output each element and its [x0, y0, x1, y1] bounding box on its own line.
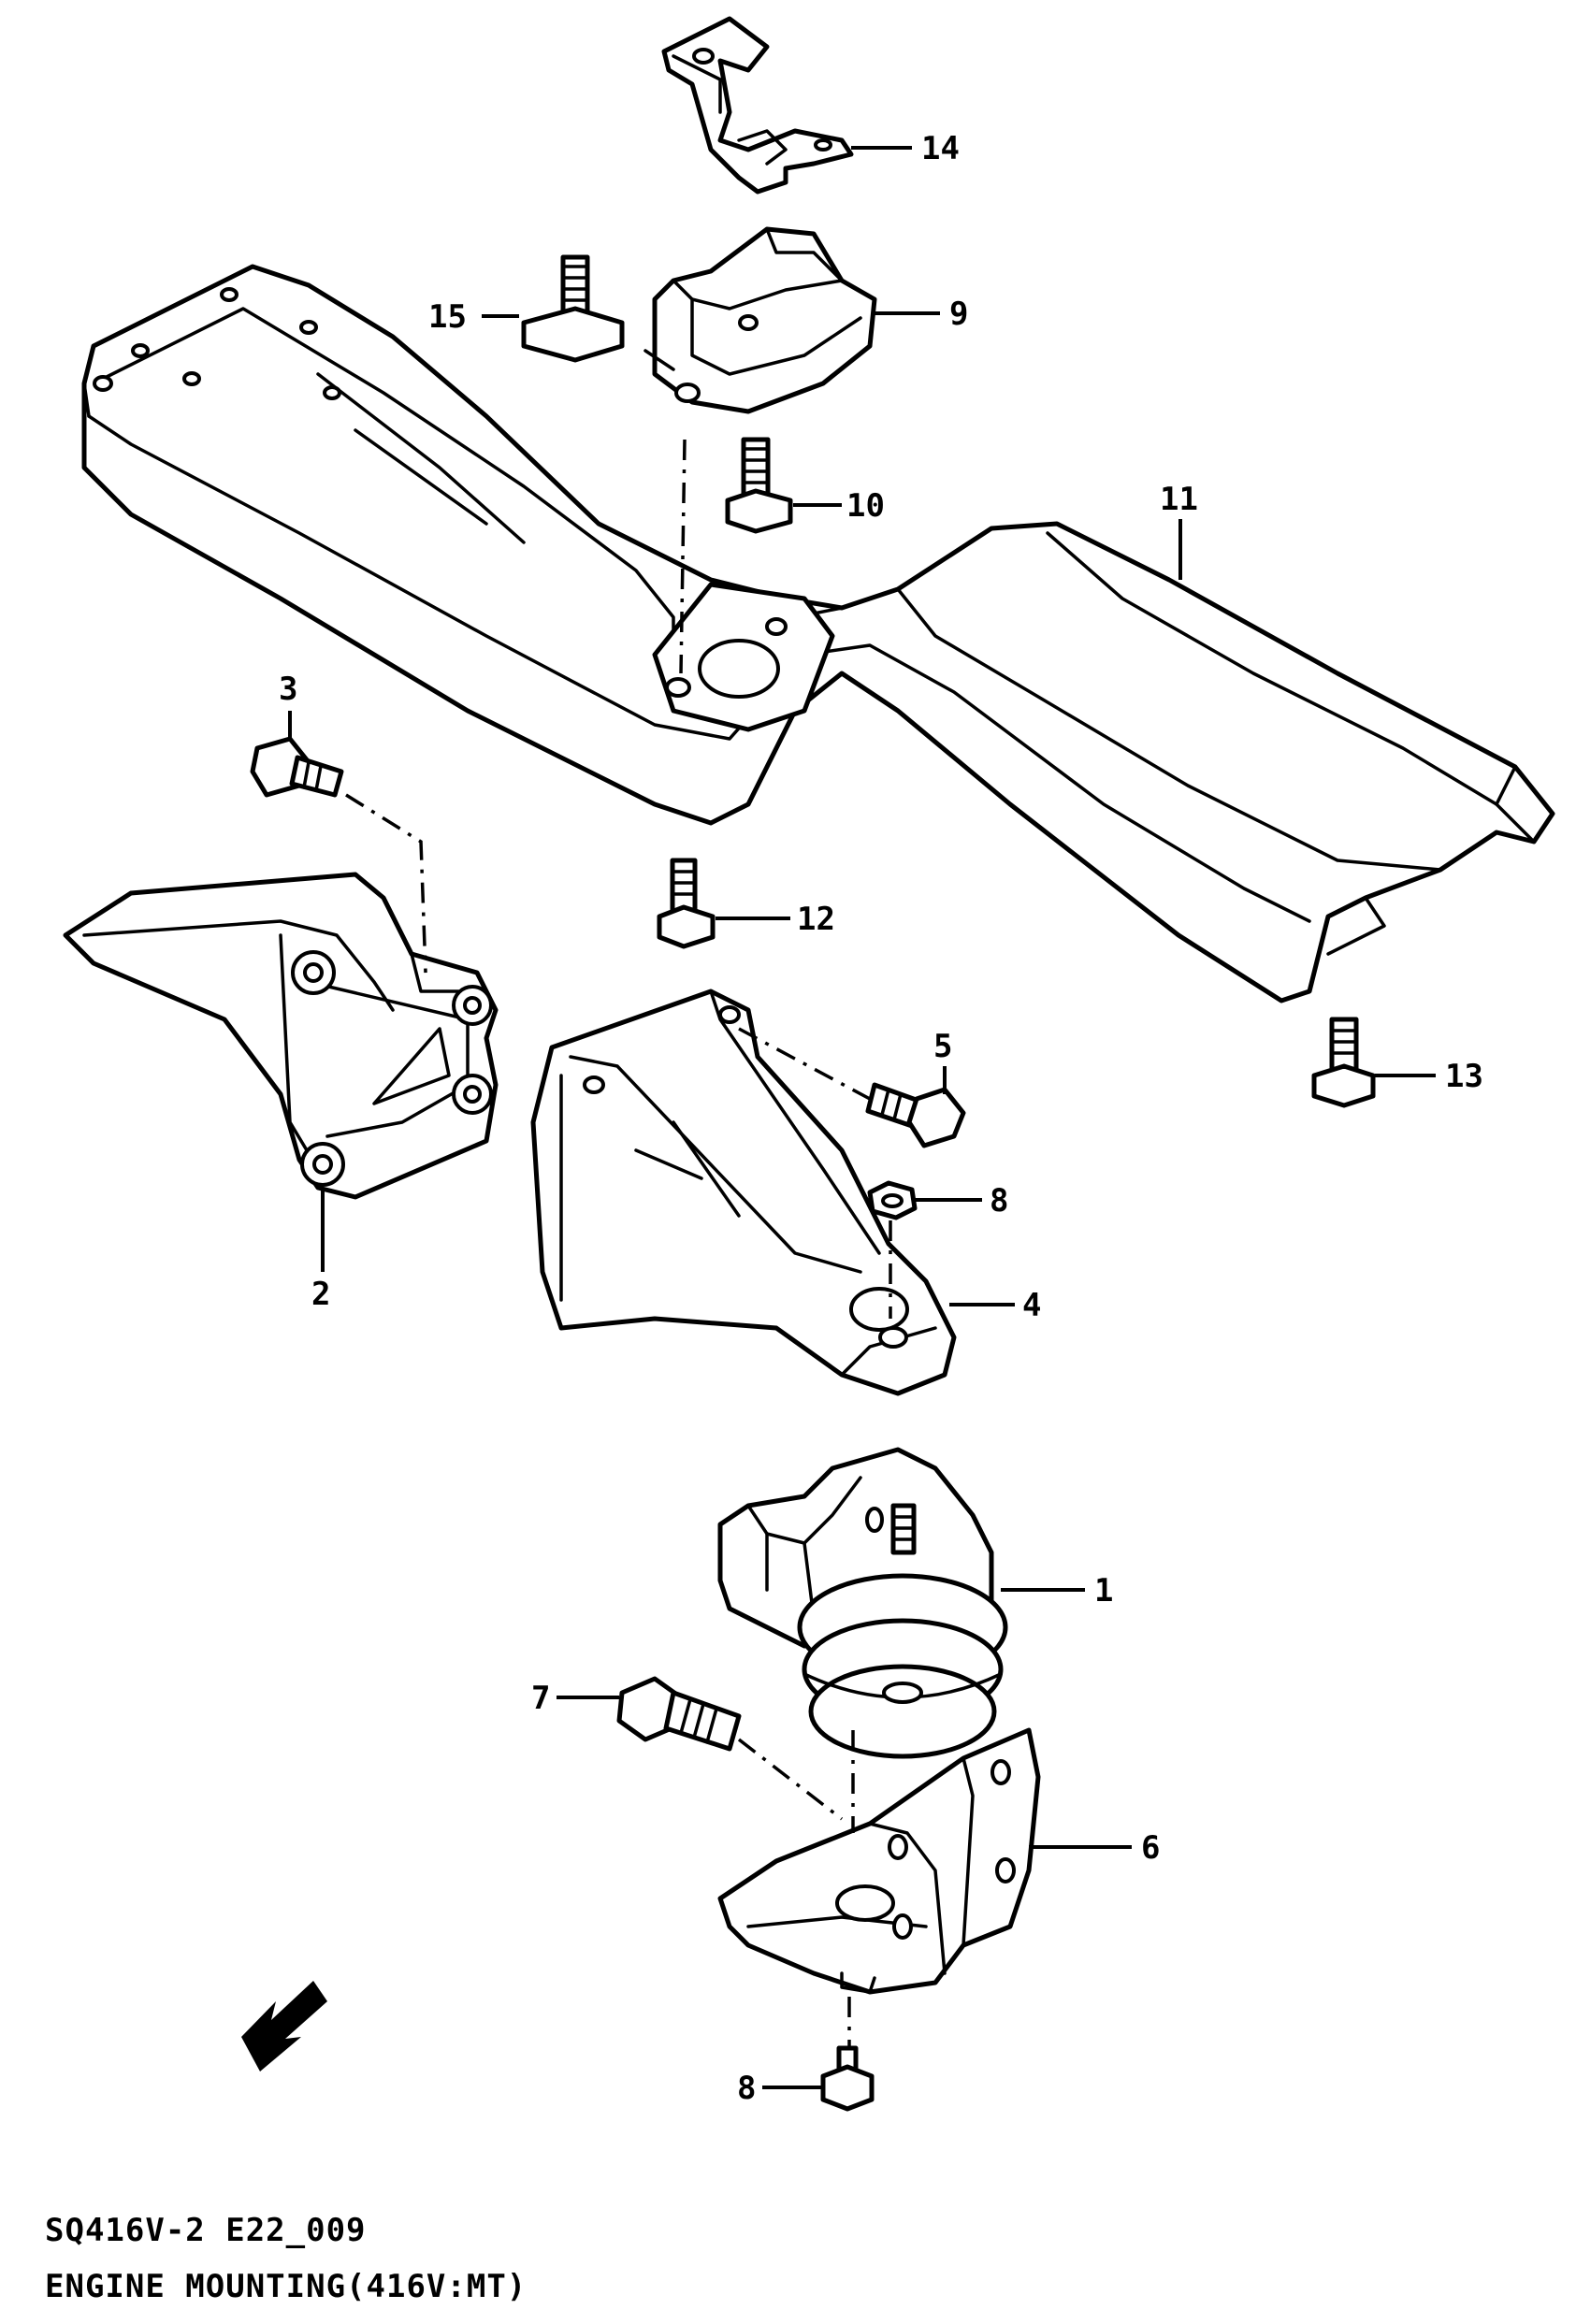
- diagram-code: SQ416V-2 E22_009: [45, 2212, 367, 2249]
- leader-lines: [288, 146, 1436, 2089]
- callout-9: 9: [949, 296, 968, 333]
- nut-8-upper: [867, 1180, 918, 1220]
- callouts: 14 9 15 10 11 3 12 5 13 8 2 4 1 7 6 8: [279, 130, 1483, 2107]
- callout-12: 12: [797, 901, 835, 938]
- bolt-10: [725, 437, 793, 534]
- callout-2: 2: [311, 1276, 330, 1313]
- assembly-lines: [345, 439, 892, 2048]
- part-6-bracket: [717, 1727, 1041, 1995]
- callout-8-upper: 8: [990, 1182, 1008, 1220]
- bolt-15: [521, 254, 625, 363]
- callout-8-lower: 8: [737, 2070, 756, 2107]
- bolt-13: [1311, 1017, 1376, 1108]
- callout-13: 13: [1445, 1058, 1483, 1095]
- callout-7: 7: [531, 1680, 550, 1717]
- part-1-mount: [717, 1447, 1008, 1759]
- part-14-bracket: [661, 16, 854, 195]
- bolt-5: [865, 1082, 966, 1148]
- part-4-bracket: [530, 989, 957, 1396]
- callout-5: 5: [933, 1028, 952, 1065]
- callout-1: 1: [1094, 1572, 1113, 1609]
- part-2-bracket: [63, 872, 499, 1200]
- diagram-title: ENGINE MOUNTING(416V:MT): [45, 2268, 528, 2305]
- front-arrow-icon: [241, 1981, 327, 2071]
- bolt-3: [250, 736, 344, 798]
- callout-4: 4: [1022, 1287, 1041, 1324]
- callout-11: 11: [1160, 481, 1198, 518]
- callout-10: 10: [846, 487, 885, 525]
- part-11-crossmember: [81, 264, 1555, 1003]
- callout-15: 15: [428, 298, 467, 336]
- nut-8-lower: [820, 2045, 875, 2112]
- callout-3: 3: [279, 671, 297, 708]
- bolt-12: [657, 858, 716, 949]
- bolt-7: [616, 1676, 742, 1752]
- part-9-mount: [643, 226, 877, 414]
- callout-6: 6: [1141, 1829, 1160, 1867]
- callout-14: 14: [921, 130, 960, 167]
